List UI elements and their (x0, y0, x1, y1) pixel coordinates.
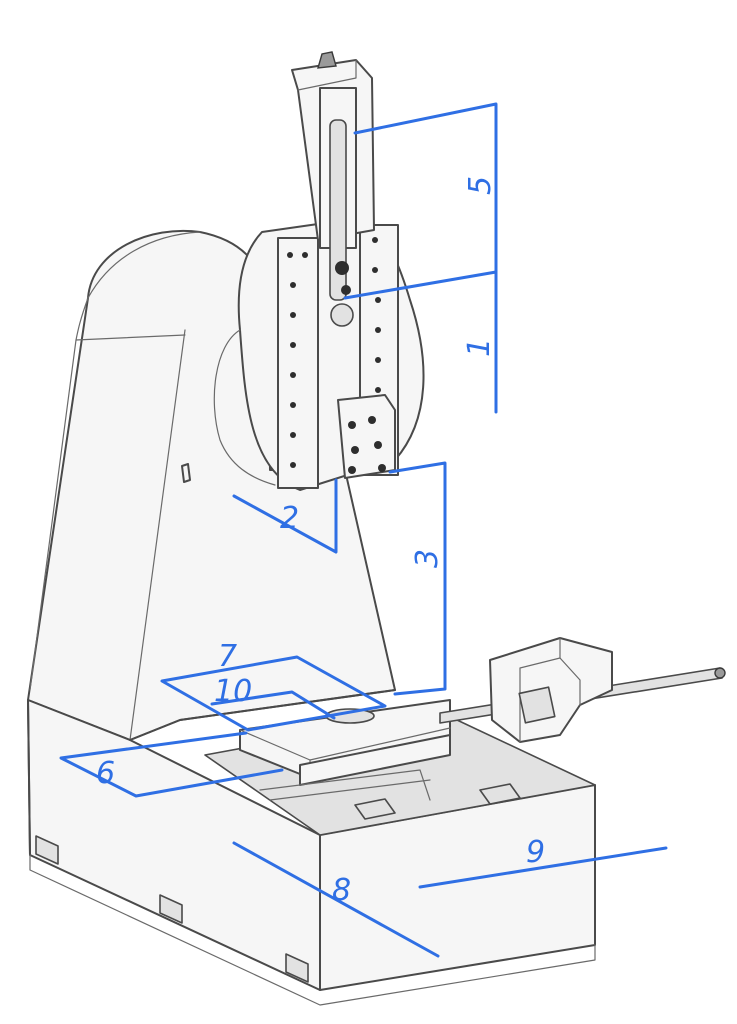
callout-9: 9 (418, 835, 668, 889)
label-7: 7 (218, 639, 237, 674)
machine-base (27, 689, 596, 1006)
label-3: 3 (410, 549, 445, 568)
callout-6: 6 (59, 731, 284, 798)
die-block-holes (348, 416, 386, 474)
drive-motor (489, 637, 613, 743)
label-1: 1 (462, 338, 497, 357)
label-6: 6 (96, 756, 115, 791)
die-block (337, 394, 396, 479)
callout-8: 8 (232, 841, 440, 958)
base-foot-2 (159, 894, 183, 924)
label-5: 5 (463, 176, 498, 195)
base-foot-1 (35, 835, 59, 865)
callout-2: 2 (232, 478, 338, 554)
callout-3: 3 (388, 461, 447, 696)
label-9: 9 (526, 835, 545, 870)
label-2: 2 (280, 501, 299, 536)
right-rail-holes (372, 237, 381, 393)
callout-5: 5 (353, 102, 498, 274)
top-nut (317, 51, 337, 69)
label-8: 8 (332, 873, 351, 908)
left-guide-rail (277, 237, 319, 489)
head-assembly (213, 51, 425, 491)
frame-slot (181, 463, 191, 483)
lead-screw-drive (439, 637, 726, 743)
callout-7: 7 (160, 639, 387, 732)
base-foot-3 (285, 953, 309, 983)
left-rail-holes (287, 252, 308, 468)
label-10: 10 (214, 674, 252, 709)
callout-10: 10 (210, 674, 336, 720)
callouts: 5 1 2 3 7 10 6 8 (59, 102, 668, 958)
piston-rod (329, 119, 347, 301)
cross-slide (204, 699, 596, 836)
callout-1: 1 (343, 270, 498, 414)
